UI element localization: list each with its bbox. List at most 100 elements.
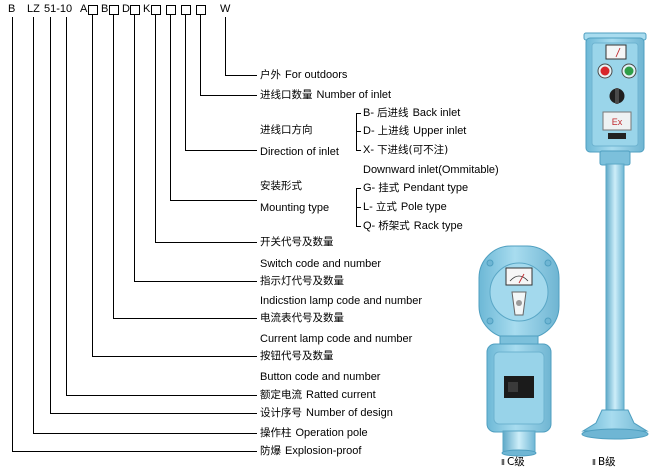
connector-explosion-proof bbox=[12, 17, 257, 452]
meter-icon bbox=[605, 44, 627, 60]
green-button-icon bbox=[624, 66, 634, 76]
cover-bolt bbox=[544, 259, 552, 267]
product-grade-b-pole-station: Ex bbox=[581, 32, 649, 440]
label-ammeter-zh: 电流表代号及数量 bbox=[260, 312, 344, 324]
label-switch-en: Switch code and number bbox=[260, 258, 382, 270]
label-explosion-proof: 防爆 Explosion-proof bbox=[260, 445, 361, 458]
option-zh: 桥架式 bbox=[378, 220, 410, 232]
bracket-inlet-direction bbox=[356, 113, 361, 151]
code-placeholder-box bbox=[151, 5, 161, 15]
code-explosion-proof: B bbox=[8, 3, 16, 15]
display-window bbox=[504, 376, 534, 398]
display-window-detail bbox=[508, 382, 518, 392]
option-en: Pendant type bbox=[403, 182, 469, 194]
option-zh: 挂式 bbox=[378, 182, 400, 194]
connector-rated-current bbox=[66, 17, 257, 396]
connector-switch bbox=[155, 15, 257, 243]
code-switch: K bbox=[143, 3, 151, 15]
option-en: Pole type bbox=[400, 201, 447, 213]
label-outdoor: 户外 For outdoors bbox=[260, 69, 347, 82]
product-grade-c-control-station bbox=[478, 245, 560, 457]
ammeter-face bbox=[505, 267, 533, 286]
support-pole bbox=[605, 163, 625, 413]
meter-needle bbox=[615, 47, 621, 58]
label-rated-current-en: Ratted current bbox=[306, 389, 376, 401]
code-indicator: D bbox=[122, 3, 130, 15]
connector-button bbox=[92, 15, 257, 357]
label-indicator-en: Indicstion lamp code and number bbox=[260, 295, 423, 307]
ex-plate-label: Ex bbox=[612, 117, 623, 127]
label-switch-zh: 开关代号及数量 bbox=[260, 236, 334, 248]
connector-operation-pole bbox=[33, 17, 257, 434]
option-zh: 后进线 bbox=[377, 107, 409, 119]
small-nameplate bbox=[608, 133, 626, 139]
bottom-pipe-end bbox=[501, 449, 537, 457]
pole-base-foot bbox=[581, 428, 649, 440]
label-button-zh: 按钮代号及数量 bbox=[260, 350, 334, 362]
connector-indicator bbox=[134, 15, 257, 282]
code-operation-pole: LZ bbox=[27, 3, 40, 15]
label-design-number-zh: 设计序号 bbox=[260, 407, 302, 419]
option-en: Upper inlet bbox=[413, 125, 467, 137]
label-rated-current-zh: 额定电流 bbox=[260, 389, 302, 401]
code-button: A bbox=[80, 3, 88, 15]
option-zh: 下进线(可不注) bbox=[377, 144, 449, 156]
label-mounting-en: Mounting type bbox=[260, 202, 330, 214]
label-explosion-proof-en: Explosion-proof bbox=[285, 445, 362, 457]
cover-bolt bbox=[486, 259, 494, 267]
option-code: B- bbox=[363, 107, 374, 119]
option-zh: 立式 bbox=[375, 201, 397, 213]
option-code: Q- bbox=[363, 220, 376, 232]
caption-roman: Ⅱ bbox=[592, 458, 596, 467]
caption-grade: B级 bbox=[597, 456, 616, 468]
label-operation-pole-en: Operation pole bbox=[295, 427, 368, 439]
ammeter-scale bbox=[509, 275, 529, 282]
connector-outdoor bbox=[225, 17, 257, 76]
code-placeholder-box-direction bbox=[181, 5, 191, 15]
label-button-en: Button code and number bbox=[260, 371, 381, 383]
code-placeholder-box bbox=[88, 5, 98, 15]
option-en: Rack type bbox=[413, 220, 463, 232]
pole-base bbox=[581, 409, 649, 432]
option-code: X- bbox=[363, 144, 374, 156]
label-outdoor-zh: 户外 bbox=[260, 69, 281, 81]
code-placeholder-box-inlet-number bbox=[196, 5, 206, 15]
label-explosion-proof-zh: 防爆 bbox=[260, 445, 281, 457]
option-code: D- bbox=[363, 125, 375, 137]
connector-mounting bbox=[170, 15, 257, 201]
code-design-current: 51-10 bbox=[44, 3, 73, 15]
caption-roman: Ⅱ bbox=[501, 458, 505, 467]
code-placeholder-box bbox=[109, 5, 119, 15]
option-zh: 上进线 bbox=[377, 125, 410, 137]
ex-plate bbox=[602, 111, 632, 131]
code-placeholder-box bbox=[130, 5, 140, 15]
label-inlet-direction-en: Direction of inlet bbox=[260, 146, 339, 158]
rotary-switch-handle bbox=[615, 88, 619, 104]
connector-inlet-direction bbox=[185, 15, 257, 151]
cover-bolt bbox=[544, 317, 552, 325]
option-code: G- bbox=[363, 182, 376, 194]
label-mounting-zh: 安装形式 bbox=[260, 180, 302, 192]
option-code: L- bbox=[363, 201, 373, 213]
code-outdoor: W bbox=[220, 3, 231, 15]
caption-grade: C级 bbox=[506, 456, 525, 468]
connector-ammeter bbox=[113, 15, 257, 319]
label-inlet-direction-zh: 进线口方向 bbox=[260, 124, 313, 136]
label-ammeter-en: Current lamp code and number bbox=[260, 333, 413, 345]
station-neck bbox=[599, 150, 631, 166]
red-button-icon bbox=[600, 66, 610, 76]
cover-bolt bbox=[486, 317, 494, 325]
label-outdoor-en: For outdoors bbox=[285, 69, 348, 81]
label-indicator-zh: 指示灯代号及数量 bbox=[260, 275, 344, 287]
